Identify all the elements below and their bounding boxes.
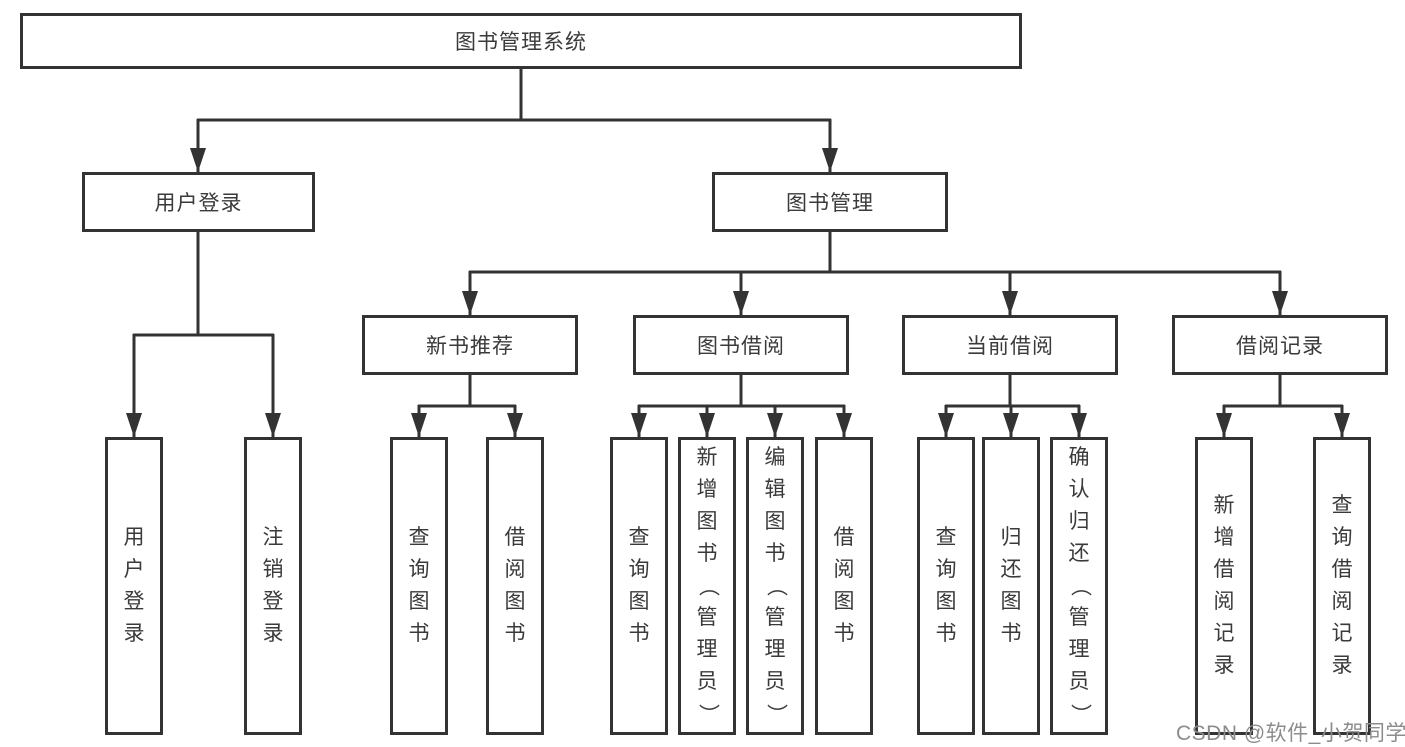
leaf-logout-label: 注销登录 [262, 526, 284, 645]
node-book-mgmt: 图书管理 [712, 172, 948, 232]
leaf-add-book-admin: 新增图书（管理员） [678, 437, 736, 735]
leaf-user-login-label: 用户登录 [123, 526, 145, 645]
leaf-query-borrow-record-label: 查询借阅记录 [1331, 494, 1353, 677]
leaf-return-book: 归还图书 [982, 437, 1040, 735]
leaf-logout: 注销登录 [244, 437, 302, 735]
csdn-watermark: CSDN @软件_小贺同学 [1176, 722, 1405, 745]
node-current-borrow-label: 当前借阅 [966, 335, 1054, 358]
leaf-add-book-admin-label: 新增图书（管理员） [696, 446, 719, 725]
leaf-add-borrow-record-label: 新增借阅记录 [1213, 494, 1235, 677]
leaf-query-borrow-record: 查询借阅记录 [1313, 437, 1371, 735]
node-current-borrow: 当前借阅 [902, 315, 1118, 375]
leaf-confirm-return-admin-label: 确认归还（管理员） [1068, 446, 1091, 725]
node-book-borrow-label: 图书借阅 [697, 335, 785, 358]
node-new-book-rec-label: 新书推荐 [426, 335, 514, 358]
leaf-borrow-books-1: 借阅图书 [486, 437, 544, 735]
leaf-query-books-2: 查询图书 [610, 437, 668, 735]
leaf-query-books-3: 查询图书 [917, 437, 975, 735]
leaf-borrow-books-2-label: 借阅图书 [833, 526, 855, 645]
node-root: 图书管理系统 [20, 13, 1022, 69]
leaf-return-book-label: 归还图书 [1000, 526, 1022, 645]
leaf-add-borrow-record: 新增借阅记录 [1195, 437, 1253, 735]
node-user-login: 用户登录 [82, 172, 315, 232]
node-new-book-rec: 新书推荐 [362, 315, 578, 375]
node-root-label: 图书管理系统 [455, 31, 587, 54]
leaf-query-books-1-label: 查询图书 [408, 526, 430, 645]
node-book-mgmt-label: 图书管理 [786, 192, 874, 215]
node-borrow-records-label: 借阅记录 [1236, 335, 1324, 358]
leaf-edit-book-admin-label: 编辑图书（管理员） [764, 446, 787, 725]
leaf-confirm-return-admin: 确认归还（管理员） [1050, 437, 1108, 735]
leaf-query-books-2-label: 查询图书 [628, 526, 650, 645]
leaf-query-books-3-label: 查询图书 [935, 526, 957, 645]
node-book-borrow: 图书借阅 [633, 315, 849, 375]
leaf-edit-book-admin: 编辑图书（管理员） [746, 437, 804, 735]
leaf-borrow-books-2: 借阅图书 [815, 437, 873, 735]
leaf-user-login: 用户登录 [105, 437, 163, 735]
leaf-borrow-books-1-label: 借阅图书 [504, 526, 526, 645]
leaf-query-books-1: 查询图书 [390, 437, 448, 735]
node-user-login-label: 用户登录 [154, 192, 243, 215]
node-borrow-records: 借阅记录 [1172, 315, 1388, 375]
